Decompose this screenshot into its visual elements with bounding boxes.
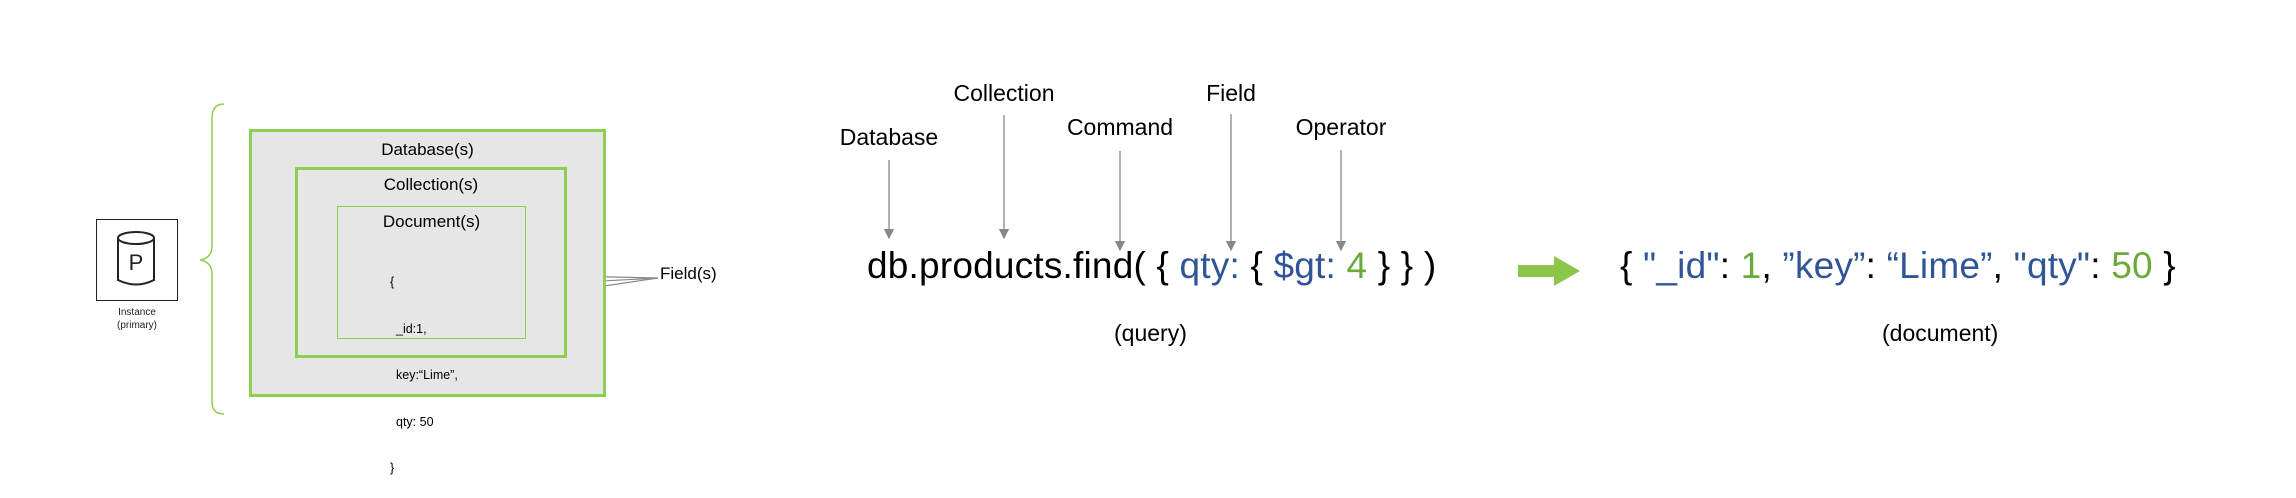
document-code: { "_id": 1, ”key”: “Lime”, "qty": 50 } <box>1620 245 2176 287</box>
query-code: db.products.find( { qty: { $gt: 4 } } ) <box>867 245 1436 287</box>
document-content: { _id:1, key:“Lime”, qty: 50 } <box>390 244 458 492</box>
doc-id-key: "_id" <box>1643 245 1720 286</box>
doc-line-open: { <box>390 275 395 289</box>
label-command: Command <box>1066 114 1174 140</box>
collection-title: Collection(s) <box>383 175 479 194</box>
doc-open: { <box>1620 245 1644 286</box>
instance-icon: P <box>96 219 178 301</box>
doc-colon1: : <box>1719 245 1741 286</box>
fields-label: Field(s) <box>660 264 717 283</box>
instance-label-line1: Instance <box>118 307 156 318</box>
label-collection: Collection <box>953 80 1055 106</box>
doc-line-close: } <box>390 461 395 475</box>
doc-sep1: , <box>1761 245 1783 286</box>
instance-label-line2: (primary) <box>117 320 157 331</box>
query-value: 4 <box>1336 245 1368 286</box>
doc-line-key: key:“Lime”, <box>396 368 458 382</box>
query-operator: $gt: <box>1273 245 1337 286</box>
document-title: Document(s) <box>382 212 481 231</box>
query-suffix: } } ) <box>1367 245 1437 286</box>
query-caption: (query) <box>1114 320 1187 346</box>
instance-label: Instance (primary) <box>80 306 194 332</box>
database-box: Database(s) <box>249 129 606 397</box>
doc-line-qty: qty: 50 <box>396 414 434 429</box>
doc-colon3: : <box>2090 245 2112 286</box>
collection-box: Collection(s) <box>295 167 567 358</box>
doc-qty-value: 50 <box>2111 245 2153 286</box>
doc-qty-key: "qty" <box>2013 245 2091 286</box>
document-caption: (document) <box>1882 320 1999 346</box>
query-field: qty: <box>1179 245 1240 286</box>
label-field: Field <box>1206 80 1256 106</box>
instance-icon-letter: P <box>129 250 144 275</box>
result-arrow <box>1518 256 1580 286</box>
query-mid: { <box>1239 245 1274 286</box>
label-operator: Operator <box>1295 114 1387 140</box>
doc-line-id: _id:1, <box>396 321 427 336</box>
database-title: Database(s) <box>381 140 474 159</box>
label-database: Database <box>839 124 939 150</box>
doc-sep2: , <box>1992 245 2014 286</box>
doc-id-value: 1 <box>1740 245 1762 286</box>
grouping-brace <box>199 103 225 415</box>
doc-colon2: : <box>1865 245 1887 286</box>
document-box: Document(s) <box>337 206 526 339</box>
query-prefix: db.products.find( { <box>867 245 1180 286</box>
doc-key-key: ”key” <box>1782 245 1866 286</box>
doc-key-value: “Lime” <box>1886 245 1993 286</box>
doc-close: } <box>2152 245 2176 286</box>
